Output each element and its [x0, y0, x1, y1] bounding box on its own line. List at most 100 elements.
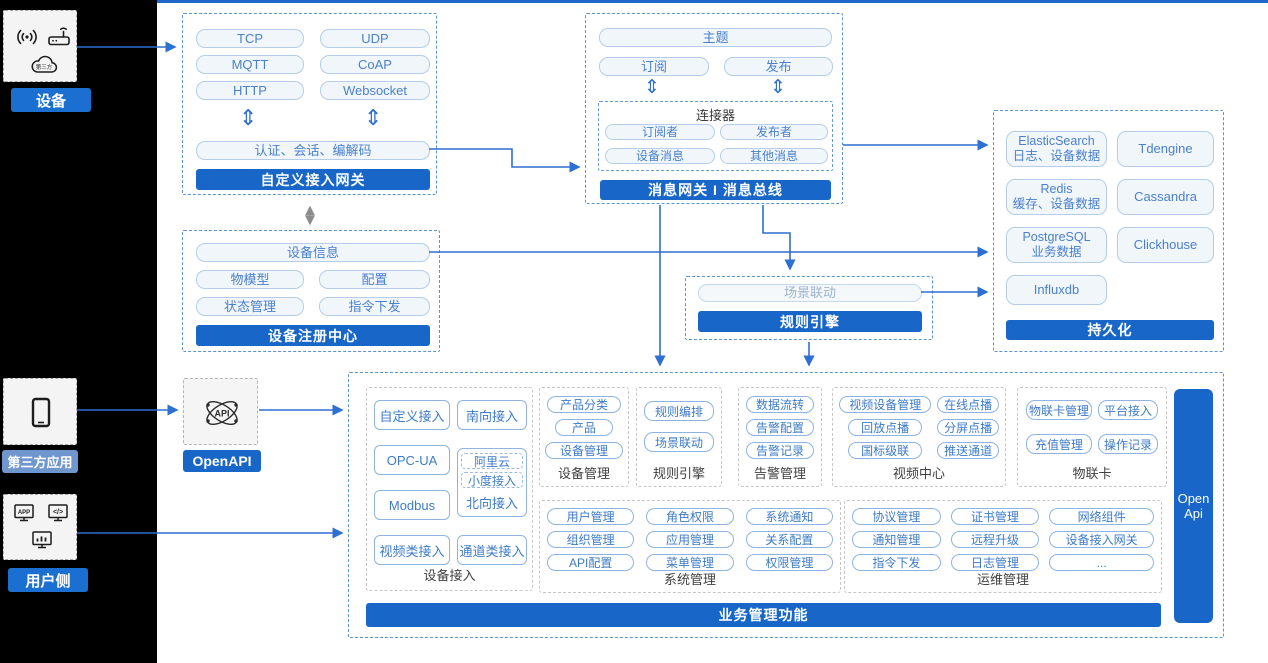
device-access-group: 自定义接入 OPC-UA Modbus 视频类接入 南向接入 阿里云 小度接入 …: [366, 387, 533, 591]
svg-text:APP: APP: [18, 510, 30, 516]
system-pill: 用户管理: [547, 508, 635, 525]
message-gateway-box: 主题 订阅 发布 ⇕ ⇕ 连接器 订阅者 发布者 设备消息 其他消息 消息网关 …: [585, 13, 843, 204]
openapi-box: API: [183, 378, 258, 445]
access-pill: 视频类接入: [374, 535, 450, 565]
north-access-label: 北向接入: [465, 496, 518, 511]
device-source-box: 第三方: [3, 10, 77, 82]
auth-session-codec-pill: 认证、会话、编解码: [196, 141, 430, 160]
video-center-label: 视频中心: [892, 466, 945, 481]
updown-arrow-icon: ⇕: [644, 77, 660, 98]
access-pill: 自定义接入: [374, 400, 450, 430]
system-pill: API配置: [547, 554, 635, 571]
system-mgmt-label: 系统管理: [663, 572, 716, 587]
video-pill: 推送通道: [937, 442, 999, 459]
db-pill: Clickhouse: [1117, 227, 1214, 263]
connector-pill: 订阅者: [605, 124, 715, 140]
svg-text:</>: </>: [53, 509, 63, 516]
db-pill: Redis 缓存、设备数据: [1006, 179, 1107, 215]
system-pill: 关系配置: [745, 531, 833, 548]
signal-icon: [14, 24, 40, 50]
alarm-pill: 数据流转: [746, 396, 814, 413]
video-pill: 回放点播: [848, 419, 923, 436]
alarm-pill: 告警记录: [746, 442, 814, 459]
system-pill: 组织管理: [547, 531, 635, 548]
connector-pill: 设备消息: [605, 148, 715, 164]
access-pill: 南向接入: [457, 400, 527, 430]
access-pill: Modbus: [374, 490, 450, 520]
business-title: 业务管理功能: [366, 603, 1161, 627]
cloud-text: 第三方: [36, 63, 53, 71]
mgmt-pill: 产品分类: [547, 396, 621, 413]
registry-pill: 指令下发: [319, 297, 430, 316]
db-pill: ElasticSearch 日志、设备数据: [1006, 131, 1107, 167]
ops-pill: 网络组件: [1049, 508, 1154, 525]
ops-pill: ...: [1049, 554, 1154, 571]
protocol-pill: MQTT: [196, 55, 304, 74]
system-pill: 权限管理: [745, 554, 833, 571]
open-api-bar: Open Api: [1174, 389, 1213, 623]
iot-card-label: 物联卡: [1072, 466, 1112, 481]
connector-pill: 发布者: [720, 124, 828, 140]
iot-pill: 充值管理: [1026, 434, 1092, 454]
video-pill: 视频设备管理: [839, 396, 932, 413]
db-pill: Cassandra: [1117, 179, 1214, 215]
iot-pill: 平台接入: [1098, 400, 1158, 420]
ops-pill: 证书管理: [950, 508, 1040, 525]
user-side-box: APP </>: [3, 494, 77, 560]
rule-pill: 场景联动: [644, 432, 714, 452]
rule-engine-box: 场景联动 规则引擎: [685, 276, 933, 340]
protocol-pill: UDP: [320, 29, 430, 48]
updown-arrow-icon: ⇕: [770, 77, 786, 98]
connector-box: 连接器 订阅者 发布者 设备消息 其他消息: [598, 101, 833, 171]
device-registry-box: 设备信息 物模型 配置 状态管理 指令下发 设备注册中心: [182, 230, 440, 352]
code-icon: </>: [47, 502, 69, 524]
video-center-group: 视频设备管理 在线点播 回放点播 分屏点播 国标级联 推送通道 视频中心: [832, 387, 1006, 487]
iot-pill: 物联卡管理: [1026, 400, 1092, 420]
openapi-label: OpenAPI: [183, 450, 261, 472]
registry-pill: 配置: [319, 270, 430, 289]
alarm-pill: 告警配置: [746, 419, 814, 436]
north-access-mini: 小度接入: [461, 472, 523, 488]
alarm-label: 告警管理: [753, 466, 806, 481]
ops-pill: 通知管理: [852, 531, 941, 548]
alarm-group: 数据流转 告警配置 告警记录 告警管理: [738, 387, 822, 487]
registry-pill: 状态管理: [196, 297, 304, 316]
device-mgmt-label: 设备管理: [557, 466, 610, 481]
third-party-box: [3, 378, 77, 445]
db-pill: Influxdb: [1006, 275, 1107, 305]
rule-engine-title: 规则引擎: [698, 311, 922, 332]
protocol-pill: CoAP: [320, 55, 430, 74]
svg-text:API: API: [214, 409, 229, 419]
custom-gateway-title: 自定义接入网关: [196, 169, 430, 190]
access-pill: OPC-UA: [374, 445, 450, 475]
business-box: 自定义接入 OPC-UA Modbus 视频类接入 南向接入 阿里云 小度接入 …: [348, 372, 1224, 638]
router-icon: [46, 23, 72, 49]
updown-arrow-icon: ⇕: [364, 105, 383, 130]
api-network-icon: API: [200, 391, 244, 435]
access-pill: 通道类接入: [457, 535, 527, 565]
persistence-box: ElasticSearch 日志、设备数据 Tdengine Redis 缓存、…: [993, 110, 1224, 352]
ops-pill: 日志管理: [950, 554, 1040, 571]
topic-pill: 主题: [599, 28, 832, 47]
rule-pill: 规则编排: [644, 401, 714, 421]
device-access-label: 设备接入: [423, 568, 476, 583]
system-pill: 系统通知: [745, 508, 833, 525]
connector-pill: 其他消息: [720, 148, 828, 164]
dashboard-icon: [30, 528, 54, 552]
north-access-group: 阿里云 小度接入 北向接入: [457, 448, 527, 517]
system-pill: 菜单管理: [646, 554, 734, 571]
third-party-cloud-icon: 第三方: [28, 51, 60, 79]
video-pill: 国标级联: [848, 442, 923, 459]
user-side-label: 用户侧: [8, 568, 88, 592]
video-pill: 分屏点播: [937, 419, 999, 436]
ops-mgmt-label: 运维管理: [976, 572, 1029, 587]
persistence-title: 持久化: [1006, 320, 1214, 340]
protocol-pill: TCP: [196, 29, 304, 48]
mgmt-pill: 产品: [555, 419, 613, 436]
db-pill: Tdengine: [1117, 131, 1214, 167]
phone-icon: [30, 397, 52, 429]
device-info-pill: 设备信息: [196, 243, 430, 262]
ops-mgmt-group: 协议管理 证书管理 网络组件 通知管理 远程升级 设备接入网关 指令下发 日志管…: [844, 500, 1162, 593]
updown-arrow-icon: ⇕: [239, 105, 258, 130]
custom-gateway-box: TCP UDP MQTT CoAP HTTP Websocket ⇕ ⇕ 认证、…: [182, 13, 437, 195]
